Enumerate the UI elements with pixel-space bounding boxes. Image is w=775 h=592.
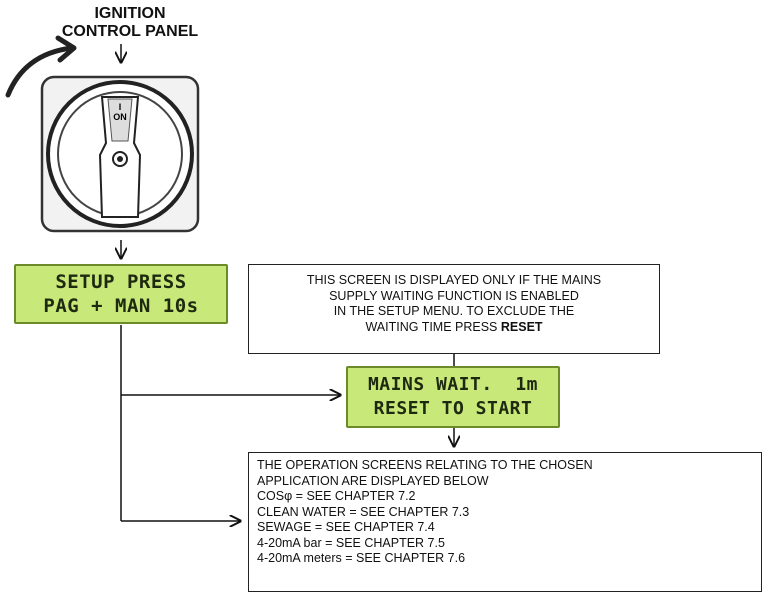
- ops-intro1: THE OPERATION SCREENS RELATING TO THE CH…: [257, 458, 593, 472]
- ops-intro2: APPLICATION ARE DISPLAYED BELOW: [257, 473, 489, 488]
- mains-line2: RESET TO START: [373, 398, 533, 419]
- operations-box: THE OPERATION SCREENS RELATING TO THE CH…: [248, 452, 762, 592]
- note-line2: SUPPLY WAITING FUNCTION IS ENABLED: [329, 288, 579, 303]
- mains-line1: MAINS WAIT. 1m: [367, 374, 539, 395]
- ops-item: SEWAGE = SEE CHAPTER 7.4: [257, 520, 435, 534]
- setup-line1: SETUP PRESS: [55, 271, 187, 293]
- panel-title-line2: CONTROL PANEL: [61, 23, 199, 40]
- setup-line2: PAG + MAN 10s: [43, 295, 199, 317]
- note-line4: WAITING TIME PRESS RESET: [365, 319, 543, 334]
- ignition-switch[interactable]: I ON: [40, 75, 200, 233]
- setup-display: SETUP PRESS PAG + MAN 10s: [14, 264, 228, 324]
- mains-wait-display: MAINS WAIT. 1m RESET TO START: [346, 366, 560, 428]
- ops-item: 4-20mA meters = SEE CHAPTER 7.6: [257, 551, 466, 565]
- rotate-arrow-icon: [5, 45, 75, 98]
- ops-item: 4-20mA bar = SEE CHAPTER 7.5: [257, 535, 445, 550]
- ops-item: COSφ = SEE CHAPTER 7.2: [257, 489, 416, 503]
- mains-note: THIS SCREEN IS DISPLAYED ONLY IF THE MAI…: [248, 264, 660, 354]
- ops-item: CLEAN WATER = SEE CHAPTER 7.3: [257, 504, 470, 519]
- switch-on-label: ON: [113, 112, 127, 122]
- note-line1: THIS SCREEN IS DISPLAYED ONLY IF THE MAI…: [306, 273, 602, 287]
- note-line3: IN THE SETUP MENU. TO EXCLUDE THE: [333, 304, 575, 318]
- panel-title-line1: IGNITION: [94, 5, 166, 22]
- reset-word: RESET: [500, 319, 543, 334]
- switch-mark: I: [119, 102, 122, 112]
- panel-title: IGNITION CONTROL PANEL: [30, 5, 230, 41]
